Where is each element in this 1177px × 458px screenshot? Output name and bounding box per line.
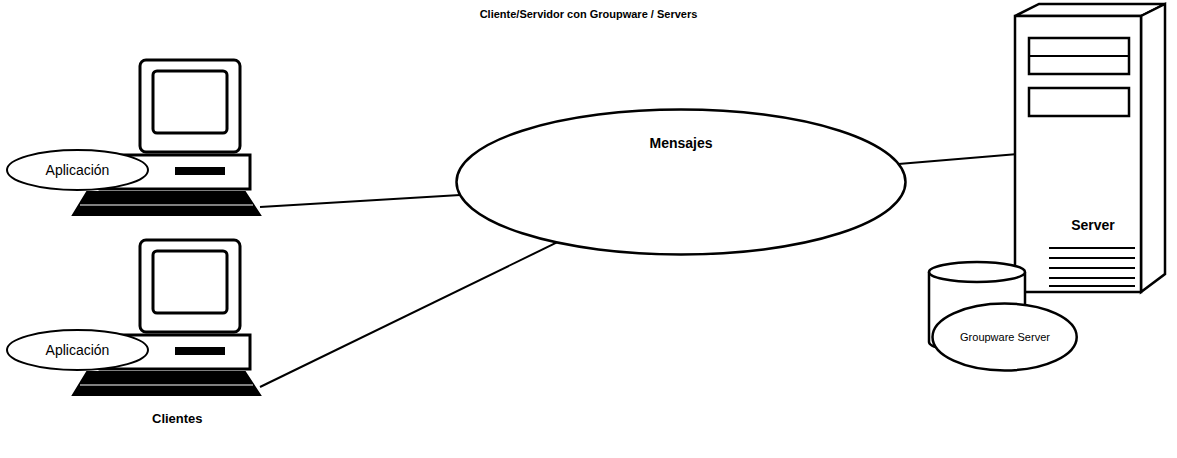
- keyboard: [73, 372, 260, 395]
- outline-ellipse: [457, 110, 906, 255]
- groupware-ellipse: Groupware Server: [931, 302, 1078, 372]
- label-ellipse: [7, 330, 148, 370]
- node-outline: [1015, 2, 1167, 294]
- vent-line: [1049, 277, 1135, 279]
- server-tower: Server: [1015, 2, 1167, 294]
- tower-side: [1141, 4, 1165, 292]
- node-label: Aplicación: [46, 342, 110, 358]
- node-outline: [5, 55, 260, 220]
- outline-ellipse: [933, 304, 1077, 371]
- drive-bay: [1029, 88, 1129, 116]
- message-ellipse: Mensajes: [455, 108, 907, 256]
- network-line: [260, 242, 557, 387]
- monitor-case: [140, 240, 240, 332]
- client-computer: Aplicación: [5, 235, 260, 400]
- text-box: Groupware Server: [957, 312, 1053, 362]
- drive-slot: [175, 347, 225, 355]
- node-label: Aplicación: [46, 162, 110, 178]
- group-label: Clientes: [152, 411, 203, 426]
- monitor-case: [140, 60, 240, 152]
- node-outline: [5, 235, 260, 400]
- keyboard-edge: [80, 385, 253, 386]
- monitor-screen: [153, 71, 227, 133]
- network-line: [260, 195, 460, 207]
- vent-line: [1049, 267, 1135, 269]
- node-label: Server: [1071, 217, 1115, 233]
- node-label: Groupware Server: [960, 331, 1050, 344]
- vent-line: [1049, 285, 1135, 287]
- monitor-screen: [153, 251, 227, 313]
- keyboard: [73, 192, 260, 215]
- tower-front: [1015, 16, 1141, 292]
- network-line: [898, 154, 1015, 164]
- label-ellipse: [7, 150, 148, 190]
- keyboard-edge: [80, 205, 253, 206]
- drive-bay: [1029, 38, 1129, 74]
- diagram-title: Cliente/Servidor con Groupware / Servers: [0, 8, 1177, 20]
- client-computer: Aplicación: [5, 55, 260, 220]
- node-outline: [455, 108, 907, 256]
- text-box: Mensajes: [605, 128, 757, 158]
- text-box: Aplicación: [5, 330, 150, 370]
- text-box: Aplicación: [5, 150, 150, 190]
- drive-bay-divider: [1029, 55, 1129, 57]
- node-label: Mensajes: [649, 135, 712, 151]
- vent-line: [1049, 247, 1135, 249]
- database-top: [929, 262, 1025, 282]
- text-box: Server: [1051, 213, 1135, 237]
- drive-slot: [175, 167, 225, 175]
- vent-line: [1049, 257, 1135, 259]
